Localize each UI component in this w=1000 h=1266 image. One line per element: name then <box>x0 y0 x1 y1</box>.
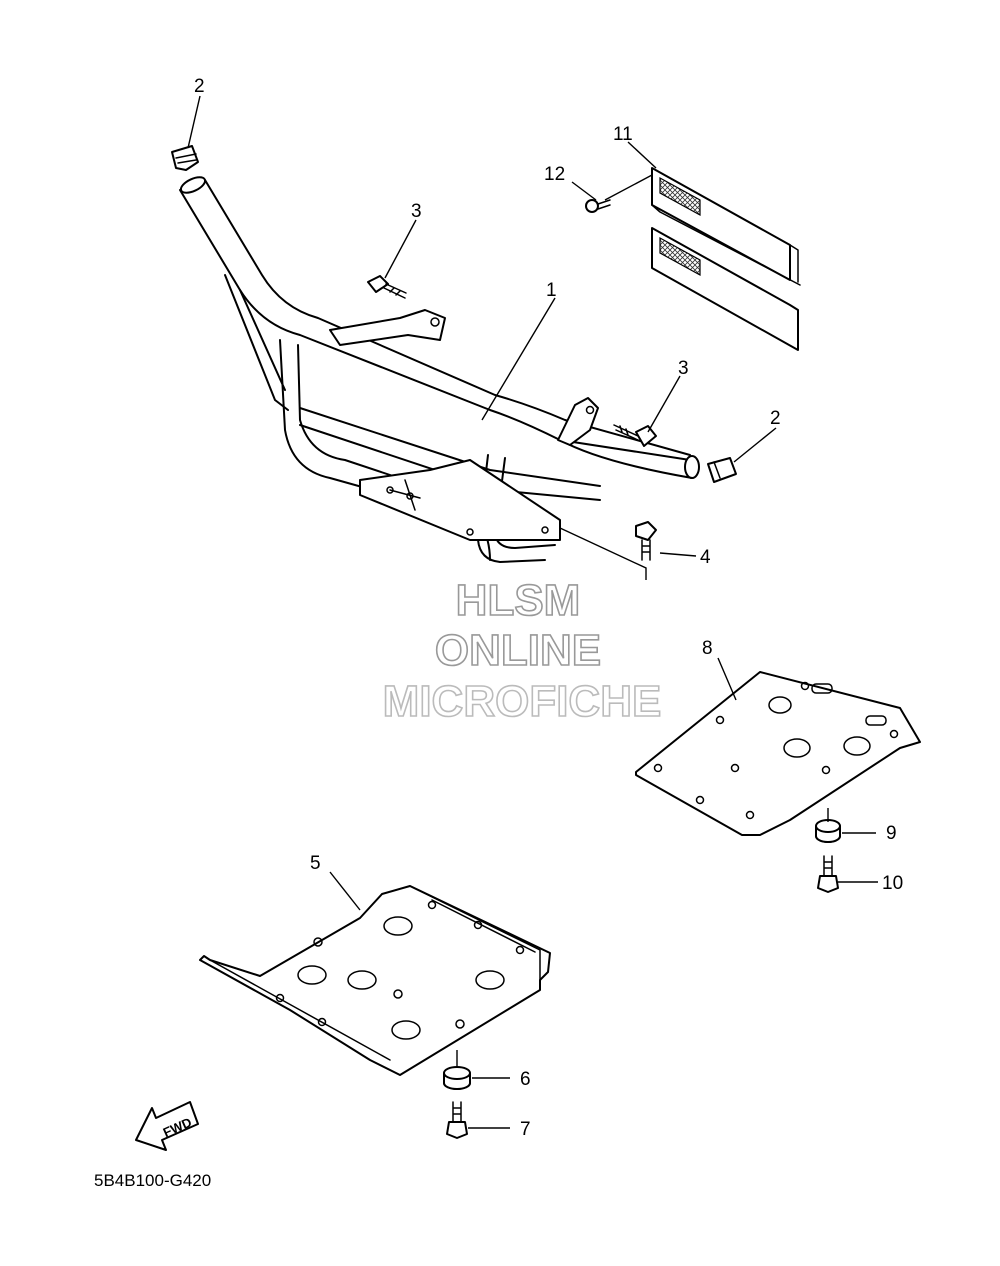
callout-2-right: 2 <box>770 408 781 429</box>
bumper-frame <box>179 176 700 563</box>
bolt-10 <box>817 855 839 893</box>
leader-lines <box>187 95 878 1129</box>
callout-labels: 1 2 2 3 3 4 5 6 7 8 9 10 11 12 <box>194 76 903 1140</box>
skid-plate-front <box>199 885 551 1076</box>
callout-6: 6 <box>520 1069 531 1090</box>
callout-5: 5 <box>310 853 321 874</box>
skid-plate-rear <box>635 671 921 836</box>
bolt-7 <box>446 1101 468 1139</box>
collar-9 <box>815 819 841 843</box>
callout-1: 1 <box>546 280 557 301</box>
callout-4: 4 <box>700 547 711 568</box>
bolt-upper-right <box>613 424 657 447</box>
watermark-line-2: ONLINE <box>435 626 601 675</box>
screw-12 <box>585 199 611 213</box>
fwd-arrow: FWD <box>135 1101 199 1151</box>
watermark-line-3: MICROFICHE <box>383 677 662 726</box>
callout-2-left: 2 <box>194 76 205 97</box>
callout-9: 9 <box>886 823 897 844</box>
callout-11: 11 <box>613 124 633 145</box>
end-cap-right <box>707 457 737 483</box>
callout-3-left: 3 <box>411 201 422 222</box>
collar-6 <box>443 1066 471 1090</box>
mesh-guard <box>651 167 801 351</box>
watermark: HLSM ONLINE MICROFICHE <box>382 575 662 727</box>
callout-10: 10 <box>882 873 903 894</box>
callout-7: 7 <box>520 1119 531 1140</box>
bolt-upper-left <box>367 275 407 299</box>
end-cap-left <box>171 145 199 171</box>
callout-3-right: 3 <box>678 358 689 379</box>
bolt-4 <box>635 521 657 561</box>
watermark-line-1: HLSM <box>456 576 581 625</box>
callout-8: 8 <box>702 638 713 659</box>
callout-12: 12 <box>544 164 565 185</box>
diagram-code: 5B4B100-G420 <box>94 1171 211 1190</box>
